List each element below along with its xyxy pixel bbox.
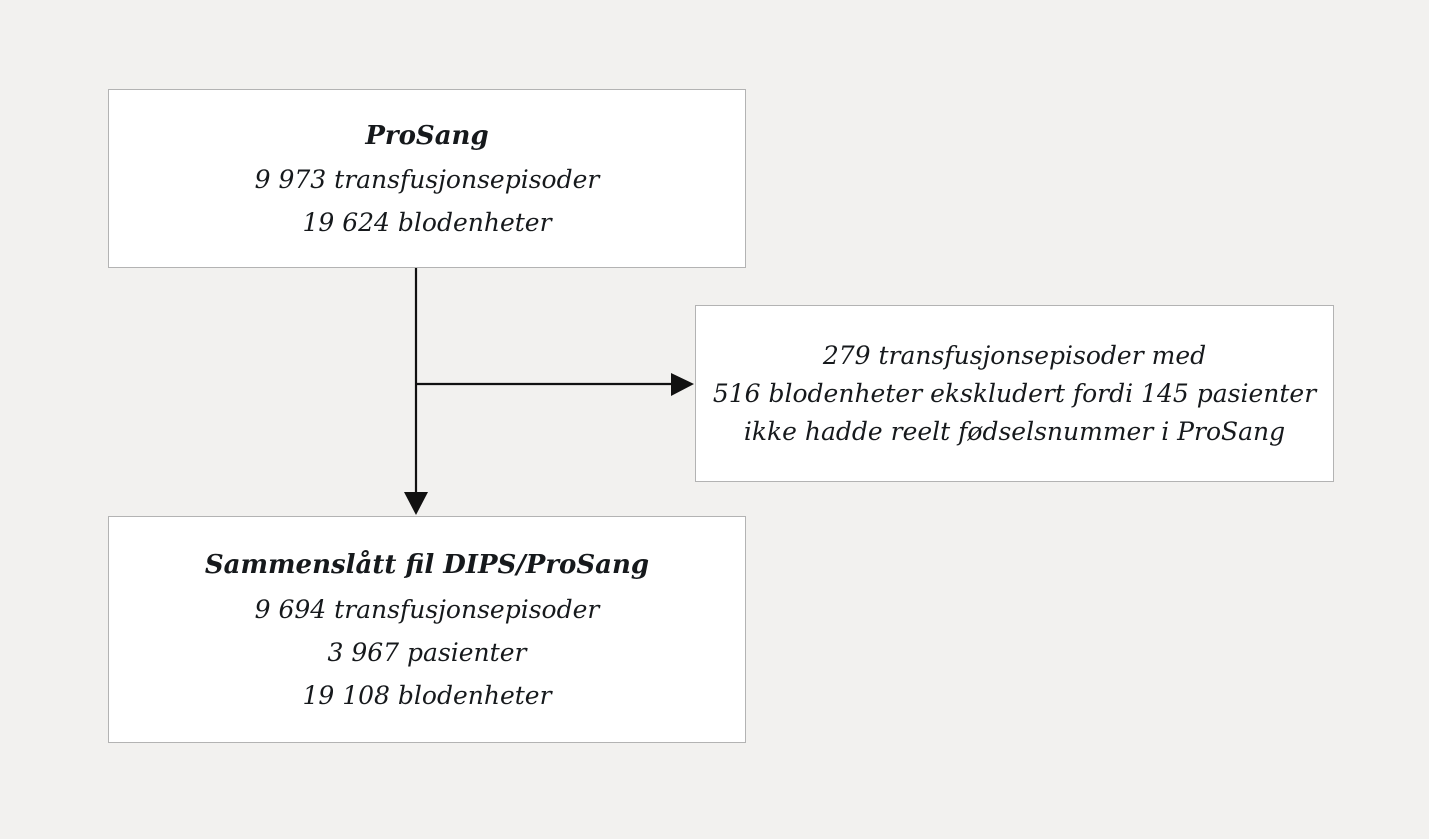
box-merged-line-1: 9 694 transfusjonsepisoder	[254, 595, 600, 624]
arrowhead-right-icon	[671, 373, 694, 396]
box-prosang-line-1: 9 973 transfusjonsepisoder	[254, 164, 600, 194]
box-prosang-source: ProSang 9 973 transfusjonsepisoder 19 62…	[108, 89, 746, 268]
box-prosang-heading: ProSang	[365, 120, 489, 151]
box-excluded-line-2: 516 blodenheter ekskludert fordi 145 pas…	[712, 378, 1317, 408]
box-merged-line-3: 19 108 blodenheter	[302, 681, 552, 710]
box-merged-heading: Sammenslått fil DIPS/ProSang	[204, 550, 650, 580]
box-prosang-line-2: 19 624 blodenheter	[302, 207, 552, 237]
box-excluded-records: 279 transfusjonsepisoder med 516 blodenh…	[695, 305, 1334, 482]
arrowhead-down-icon	[404, 492, 428, 515]
box-merged-file: Sammenslått fil DIPS/ProSang 9 694 trans…	[108, 516, 746, 743]
box-excluded-line-1: 279 transfusjonsepisoder med	[822, 340, 1207, 370]
connector-source-to-excluded	[416, 373, 694, 396]
connector-source-to-merged	[404, 268, 428, 515]
box-merged-line-2: 3 967 pasienter	[327, 638, 527, 667]
box-excluded-line-3: ikke hadde reelt fødselsnummer i ProSang	[743, 416, 1286, 446]
